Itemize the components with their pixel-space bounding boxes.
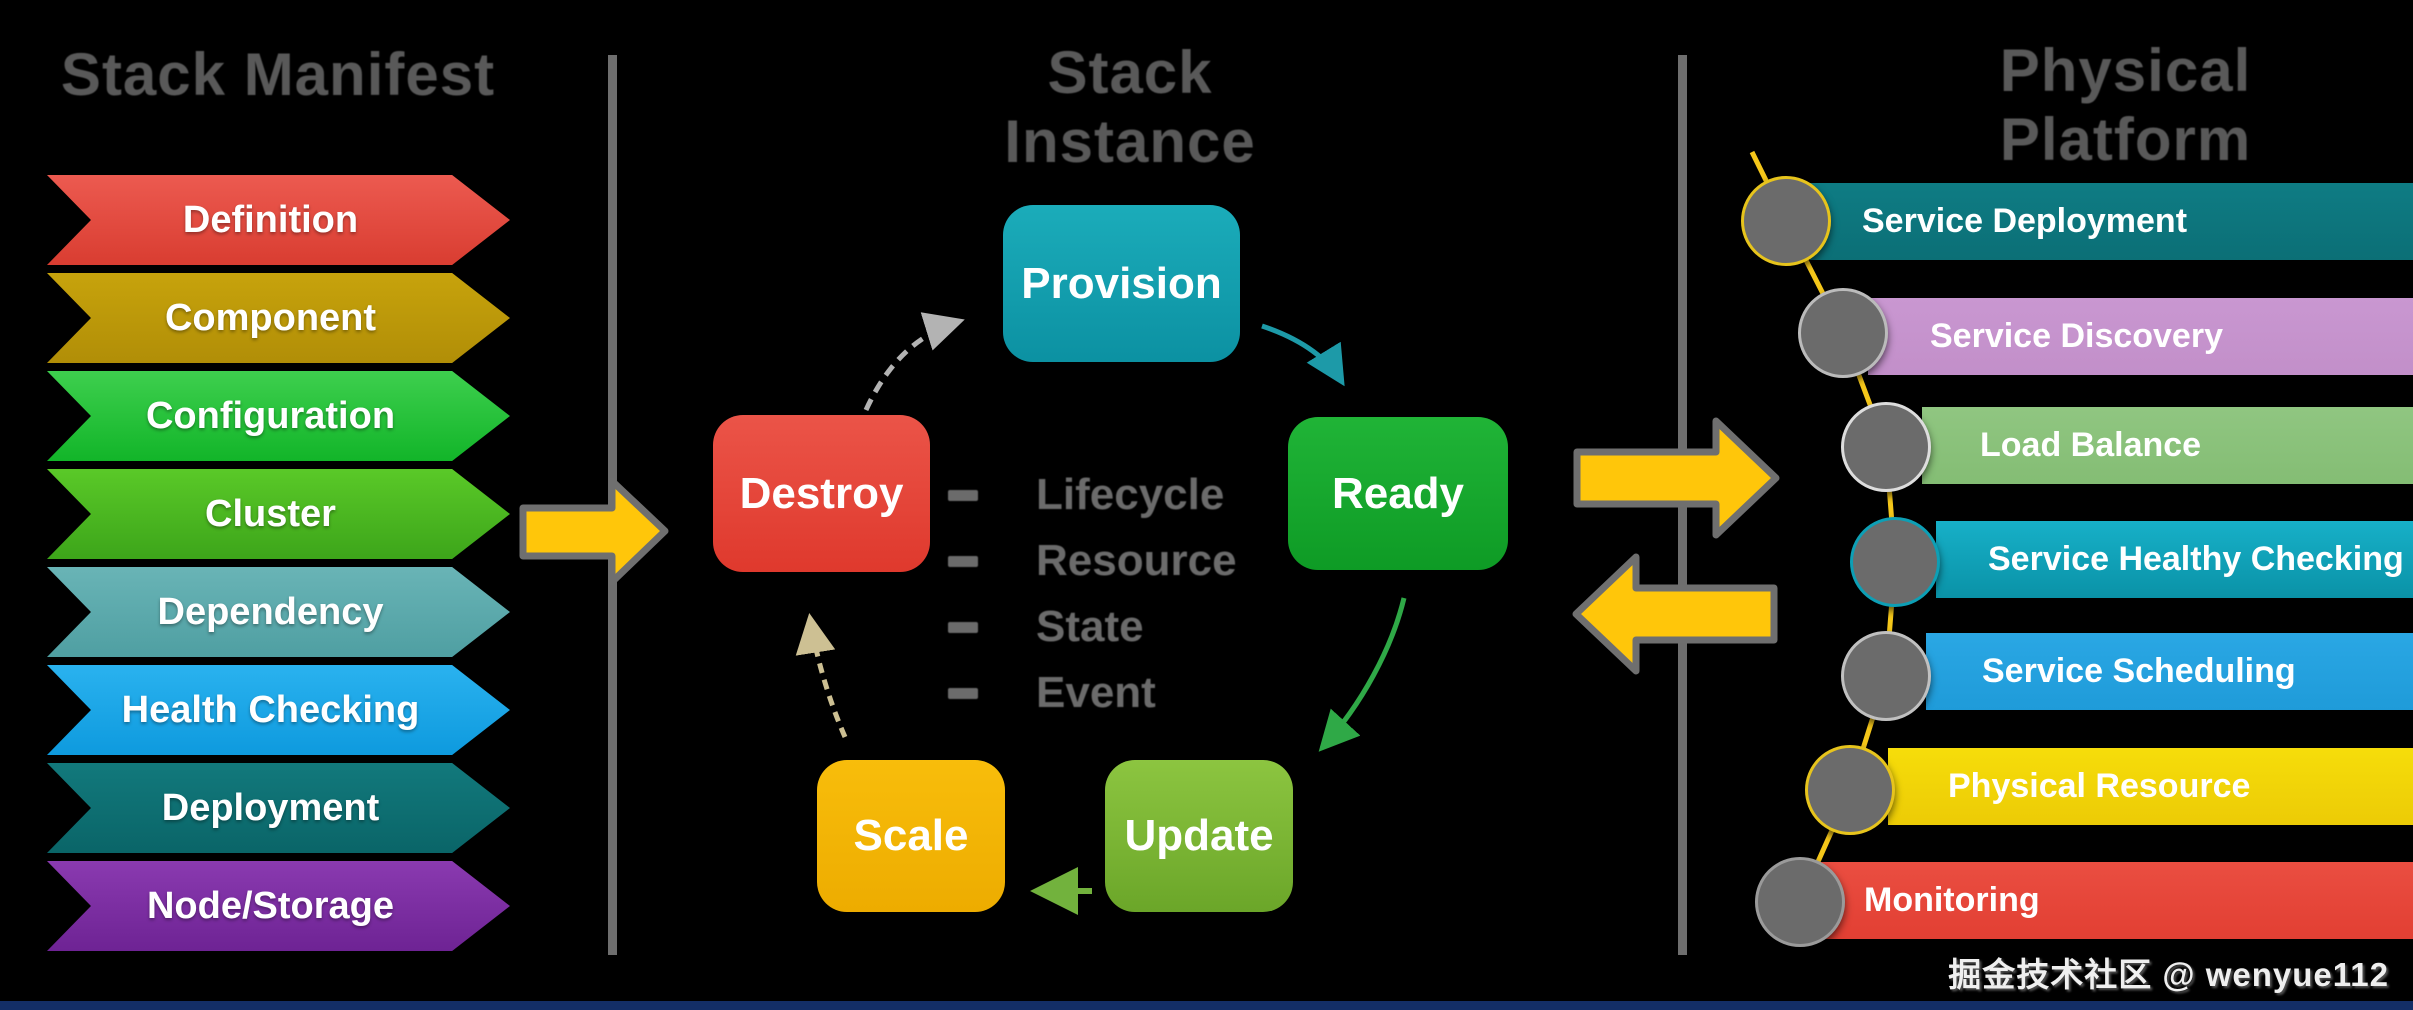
- banner-label: Cluster: [205, 492, 336, 535]
- banner-label: Configuration: [145, 394, 396, 437]
- platform-bar-service-discovery: Service Discovery: [1868, 298, 2413, 375]
- banner-label: Component: [164, 296, 377, 339]
- manifest-banner-deployment: Deployment: [47, 763, 510, 853]
- bullet-label: Event: [1036, 668, 1156, 717]
- state-box-ready: Ready: [1288, 417, 1508, 570]
- destroy-to-provision-connector: [863, 312, 965, 412]
- banner-label: Definition: [182, 198, 359, 241]
- bar-label: Monitoring: [1864, 881, 2040, 919]
- banner-label: Deployment: [161, 786, 380, 829]
- platform-node-circle: [1798, 288, 1888, 378]
- divider-instance-platform: [1678, 55, 1687, 955]
- dash-bullet-icon: [948, 687, 978, 699]
- section-title-physical-platform: Physical Platform: [1999, 37, 2252, 173]
- manifest-banner-component: Component: [47, 273, 510, 363]
- platform-bar-physical-resource: Physical Resource: [1888, 748, 2413, 825]
- platform-node-circle: [1841, 402, 1931, 492]
- state-label: Scale: [853, 811, 969, 860]
- list-item: State: [948, 594, 1237, 660]
- bar-label: Physical Resource: [1948, 767, 2251, 805]
- bullet-label: Lifecycle: [1036, 470, 1225, 519]
- manifest-banner-dependency: Dependency: [47, 567, 510, 657]
- bar-label: Service Discovery: [1930, 317, 2223, 355]
- list-item: Event: [948, 660, 1237, 726]
- platform-bar-load-balance: Load Balance: [1922, 407, 2413, 484]
- banner-label: Health Checking: [121, 688, 420, 731]
- bullet-label: State: [1036, 602, 1144, 651]
- manifest-banner-cluster: Cluster: [47, 469, 510, 559]
- bar-label: Load Balance: [1980, 426, 2202, 464]
- state-box-update: Update: [1105, 760, 1293, 912]
- platform-node-circle: [1741, 176, 1831, 266]
- state-label: Destroy: [739, 468, 904, 518]
- state-label: Ready: [1331, 468, 1465, 518]
- section-title-stack-manifest: Stack Manifest: [60, 41, 496, 108]
- divider-manifest-instance: [608, 55, 617, 955]
- platform-node-circle: [1805, 745, 1895, 835]
- platform-node-circle: [1850, 517, 1940, 607]
- bottom-strip: [0, 1001, 2413, 1010]
- state-box-destroy: Destroy: [713, 415, 930, 572]
- instance-to-platform-arrow: [1573, 417, 1780, 539]
- dash-bullet-icon: [948, 555, 978, 567]
- state-box-scale: Scale: [817, 760, 1005, 912]
- platform-to-instance-arrow: [1572, 553, 1778, 675]
- instance-bullet-list: Lifecycle Resource State Event: [948, 462, 1237, 726]
- ready-to-update-connector: [1318, 597, 1407, 752]
- watermark-text: 掘金技术社区 @ wenyue112: [1948, 956, 2389, 993]
- manifest-to-instance-arrow: [519, 477, 669, 586]
- banner-label: Dependency: [157, 590, 384, 633]
- dash-bullet-icon: [948, 621, 978, 633]
- state-box-provision: Provision: [1003, 205, 1240, 362]
- dash-bullet-icon: [948, 489, 978, 501]
- manifest-banner-configuration: Configuration: [47, 371, 510, 461]
- platform-bar-monitoring: Monitoring: [1818, 862, 2413, 939]
- platform-bar-service-healthy-checking: Service Healthy Checking: [1936, 521, 2413, 598]
- state-label: Update: [1124, 811, 1274, 860]
- section-title-stack-instance: Stack Instance: [1004, 39, 1256, 175]
- bar-label: Service Deployment: [1862, 202, 2188, 240]
- bar-label: Service Scheduling: [1982, 652, 2296, 690]
- bullet-label: Resource: [1036, 536, 1237, 585]
- provision-to-ready-connector: [1261, 323, 1345, 387]
- list-item: Resource: [948, 528, 1237, 594]
- platform-bar-service-deployment: Service Deployment: [1810, 183, 2413, 260]
- list-item: Lifecycle: [948, 462, 1237, 528]
- platform-node-circle: [1841, 631, 1931, 721]
- platform-bar-service-scheduling: Service Scheduling: [1926, 633, 2413, 710]
- platform-node-circle: [1755, 857, 1845, 947]
- manifest-banner-health-checking: Health Checking: [47, 665, 510, 755]
- bar-label: Service Healthy Checking: [1988, 540, 2404, 578]
- manifest-banner-node-storage: Node/Storage: [47, 861, 510, 951]
- manifest-banner-definition: Definition: [47, 175, 510, 265]
- state-label: Provision: [1021, 258, 1222, 308]
- banner-label: Node/Storage: [146, 884, 395, 927]
- scale-to-destroy-connector: [795, 613, 848, 738]
